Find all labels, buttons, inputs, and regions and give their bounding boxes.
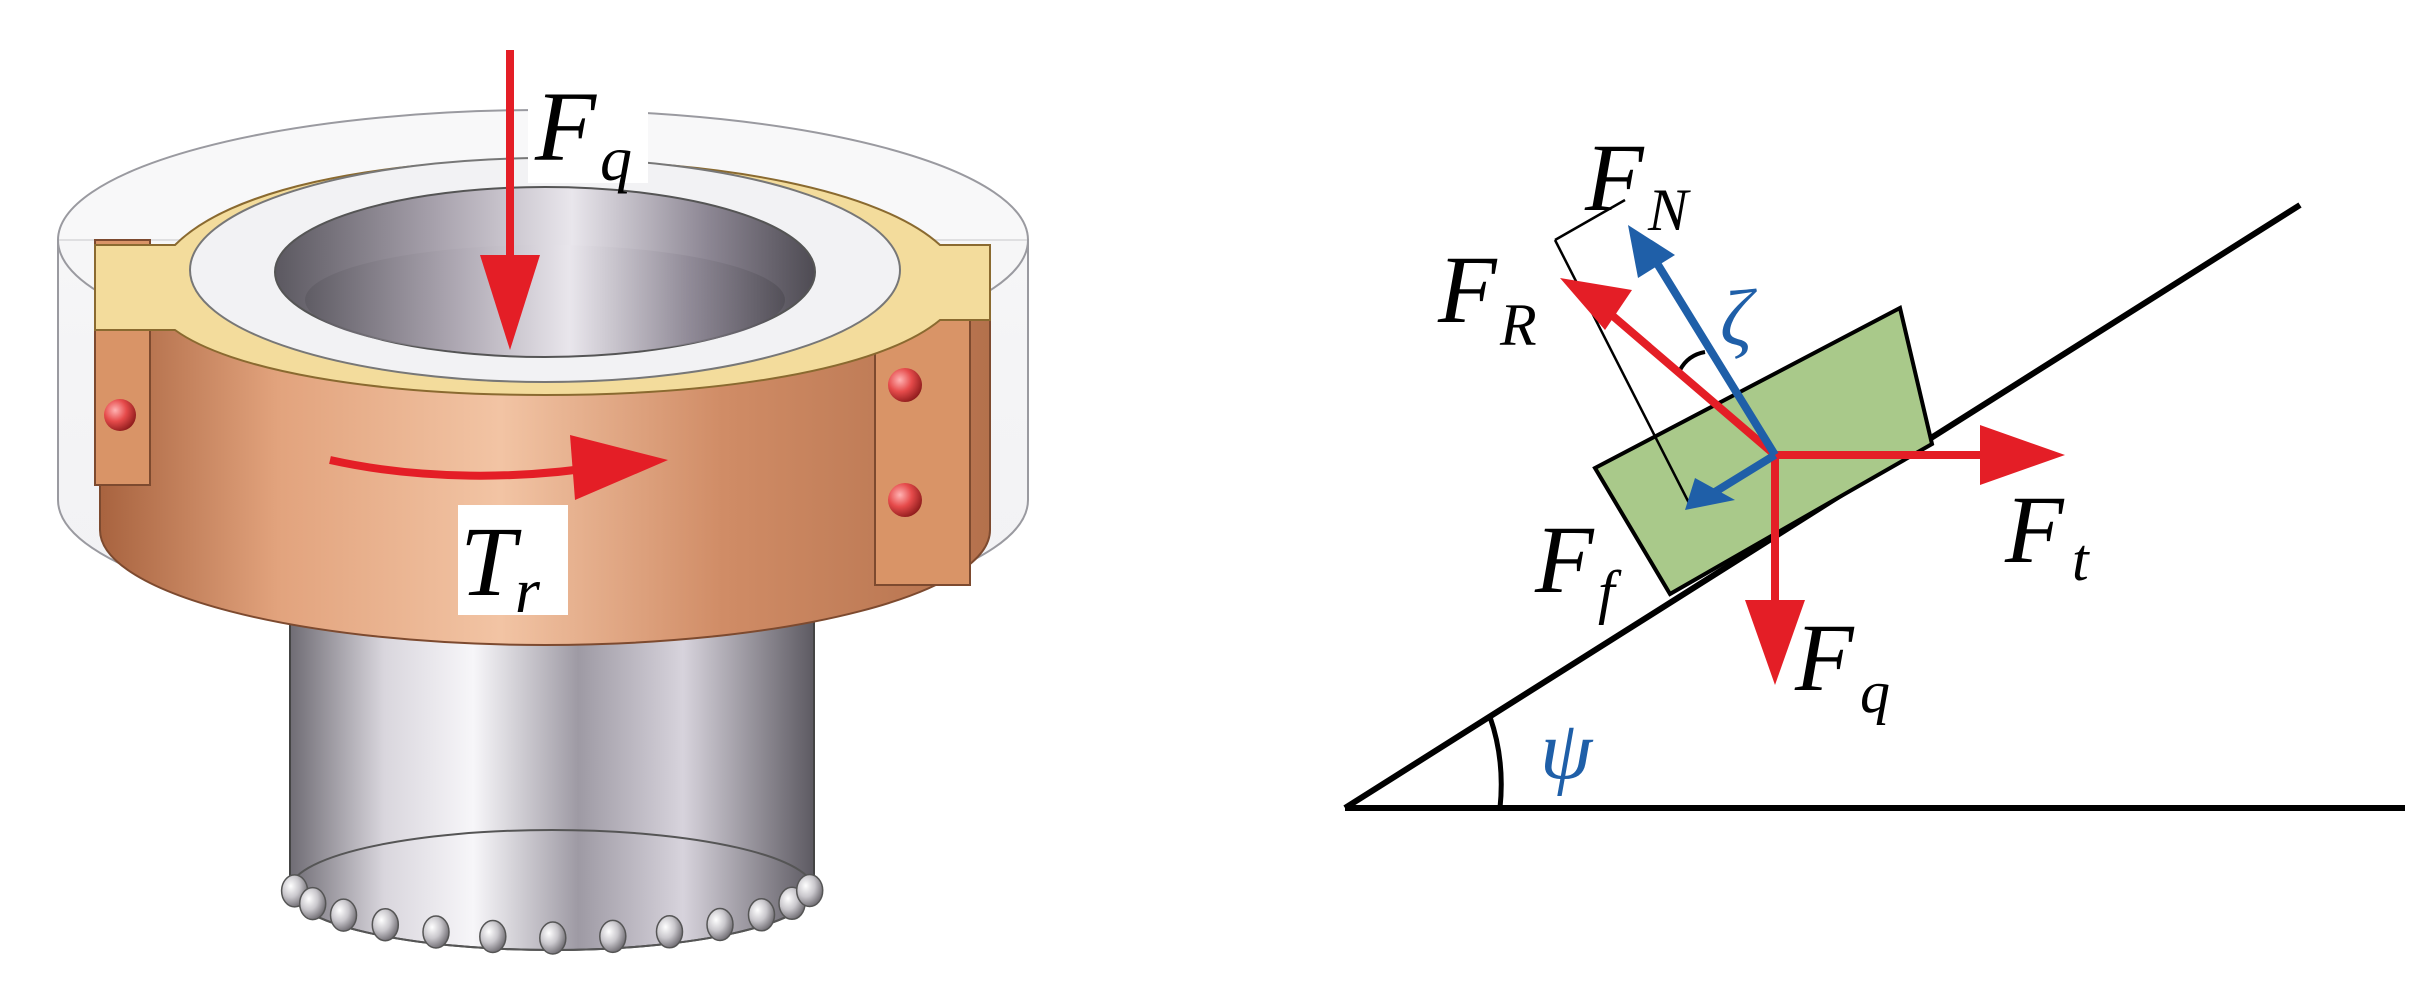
force-fn-arrowhead: [1628, 225, 1675, 278]
steel-ball: [655, 915, 684, 949]
force-fq-right-arrowhead: [1745, 600, 1805, 685]
zeta-angle-arc: [1678, 350, 1706, 372]
right-slot: [874, 319, 971, 586]
steel-ball: [371, 907, 400, 942]
force-ft-arrowhead: [1980, 425, 2065, 485]
fq-left-main: F: [534, 71, 597, 182]
ff-main: F: [1534, 506, 1595, 613]
bearing-assembly-icon: F q T r: [57, 50, 1029, 955]
force-fn-arrow: [1651, 257, 1779, 458]
force-fr-arrow: [1597, 301, 1778, 459]
steel-ball: [422, 915, 450, 949]
force-ff-arrowhead: [1685, 478, 1735, 510]
ff-sub: f: [1598, 559, 1622, 625]
psi-label: ψ: [1540, 704, 1594, 797]
fn-main: F: [1584, 124, 1645, 231]
steel-ball: [479, 919, 507, 954]
fq-right-main: F: [1794, 604, 1855, 711]
ball-row: [280, 873, 824, 955]
steel-ball: [747, 898, 776, 932]
force-fq-left-arrowhead: [480, 255, 540, 350]
steel-ball: [329, 898, 358, 932]
fq-right-sub: q: [1860, 659, 1890, 725]
tr-sub: r: [515, 555, 541, 626]
ft-main: F: [2004, 476, 2065, 583]
tr-main: T: [460, 506, 522, 617]
inclined-plane-diagram: F N F R F f F t F q ζ ψ: [1343, 124, 2405, 811]
red-ball-4: [888, 483, 922, 517]
torque-arrowhead: [570, 435, 668, 500]
steel-ball: [795, 873, 824, 908]
bore-inner: [305, 245, 785, 355]
steel-ball: [706, 907, 734, 942]
fq-left-bg: [528, 68, 648, 183]
force-ff-arrow: [1707, 451, 1778, 499]
steel-ball: [539, 921, 567, 955]
psi-angle-arc: [1487, 716, 1504, 809]
construction-line-1: [1554, 198, 1626, 242]
tr-bg: [458, 505, 568, 615]
red-ball-2: [104, 399, 136, 431]
fr-main: F: [1437, 236, 1498, 343]
steel-ball: [298, 886, 327, 921]
red-ball-3: [888, 368, 922, 402]
steel-ball: [599, 919, 627, 954]
fr-sub: R: [1499, 292, 1537, 358]
force-fr-arrowhead: [1560, 278, 1632, 330]
ft-sub: t: [2072, 527, 2090, 593]
sliding-block-icon: [1592, 305, 1935, 597]
zeta-label: ζ: [1720, 275, 1757, 363]
fn-sub: N: [1647, 177, 1691, 243]
fq-left-sub: q: [600, 123, 632, 194]
